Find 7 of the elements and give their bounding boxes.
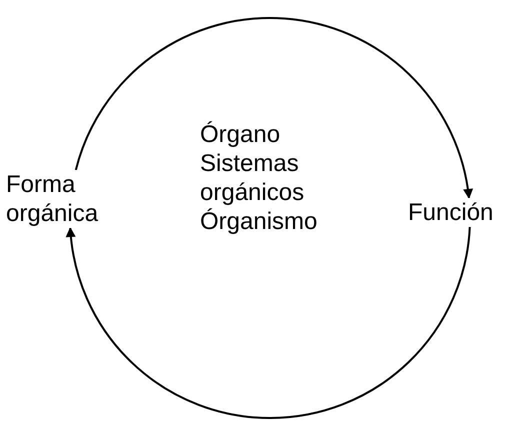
center-label: Órganismo bbox=[200, 207, 318, 236]
node-label: Función bbox=[408, 198, 494, 227]
curved-arrow bbox=[74, 17, 472, 199]
node-label: Forma orgánica bbox=[6, 170, 100, 228]
center-label: Órgano bbox=[200, 120, 282, 149]
center-label: Sistemas orgánicos bbox=[200, 149, 306, 207]
curved-arrow bbox=[66, 226, 471, 419]
